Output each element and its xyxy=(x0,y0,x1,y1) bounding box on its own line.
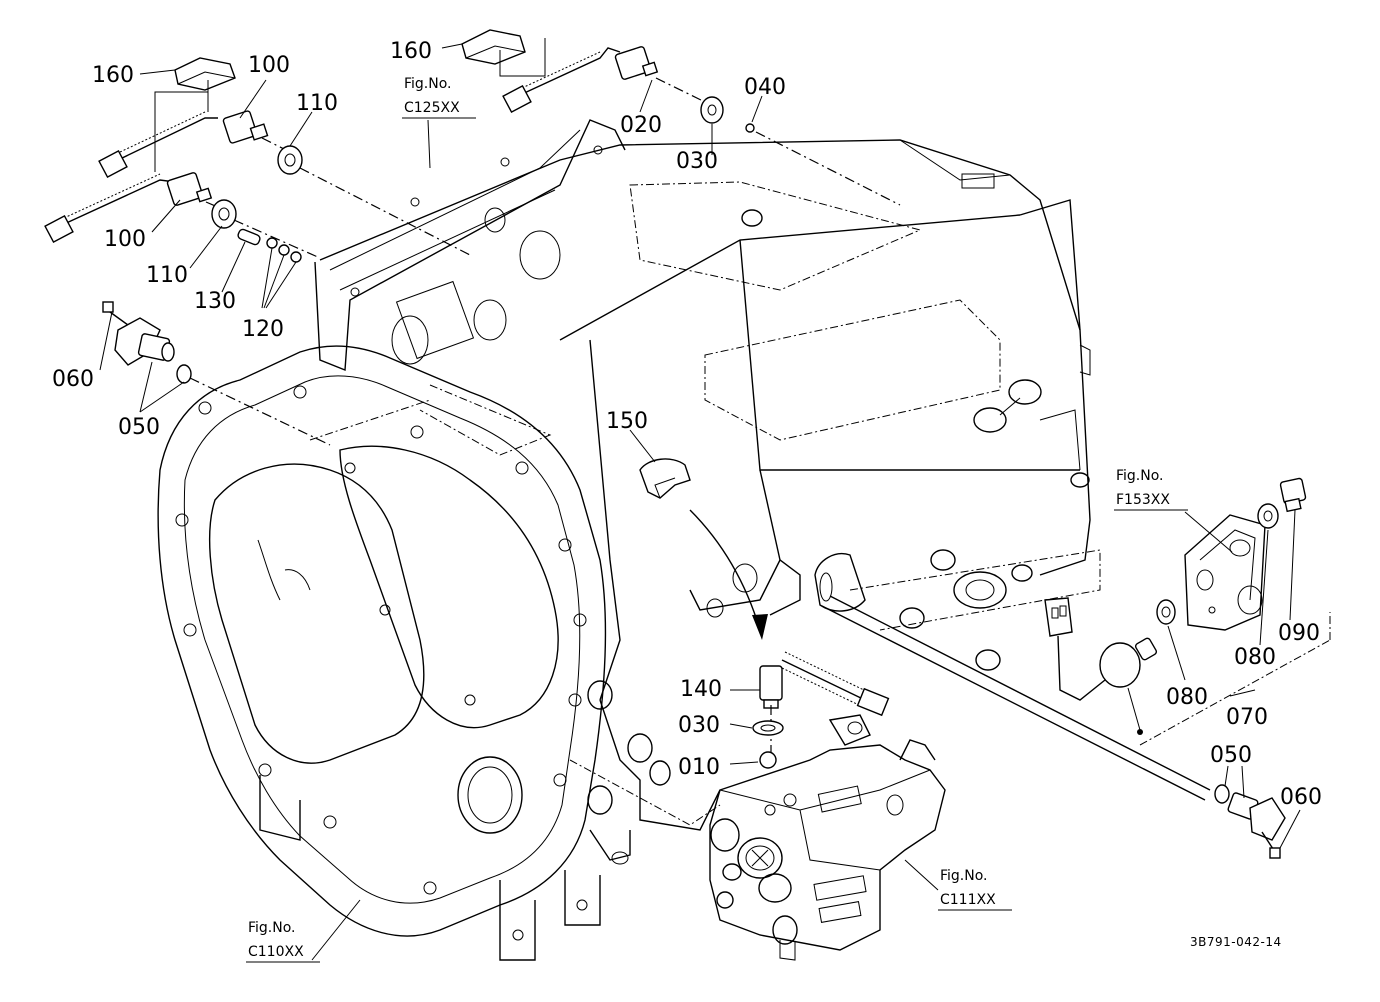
speed-sensor-100-lower xyxy=(44,172,221,244)
callout-050-left: 050 xyxy=(118,415,160,440)
callout-010: 010 xyxy=(678,755,720,780)
callout-130: 130 xyxy=(194,289,236,314)
seal-110-lower xyxy=(211,199,321,259)
figref-c125-label: Fig.No. xyxy=(404,76,452,92)
callout-090: 090 xyxy=(1278,621,1320,646)
ball-040 xyxy=(745,123,901,206)
switch-090 xyxy=(1257,477,1307,529)
flange-bolt-holes xyxy=(175,385,587,895)
callout-120: 120 xyxy=(242,317,284,342)
sensor-assembly-left xyxy=(102,301,331,446)
ball-010 xyxy=(759,751,777,769)
callout-050-right: 050 xyxy=(1210,743,1252,768)
figref-f153-code: F153XX xyxy=(1116,492,1170,508)
sensor-assembly-right xyxy=(821,595,1286,859)
callout-160-upper-middle: 160 xyxy=(390,39,432,64)
callout-040: 040 xyxy=(744,75,786,100)
transmission-housing xyxy=(157,119,1101,961)
figref-c110-label: Fig.No. xyxy=(248,920,296,936)
bracket-f153 xyxy=(1184,514,1266,631)
callout-070: 070 xyxy=(1226,705,1268,730)
callout-140: 140 xyxy=(680,677,722,702)
pin-130-balls-120 xyxy=(237,228,302,263)
callout-080-bracket: 080 xyxy=(1234,645,1276,670)
leader-lines xyxy=(99,38,1301,961)
speed-sensor-100-upper xyxy=(98,57,291,179)
callout-150: 150 xyxy=(606,409,648,434)
callout-160-upper-left: 160 xyxy=(92,63,134,88)
callout-100-lower: 100 xyxy=(104,227,146,252)
figref-c111-label: Fig.No. xyxy=(940,868,988,884)
callout-060-right: 060 xyxy=(1280,785,1322,810)
callout-labels: 160 100 110 100 110 130 120 060 050 160 … xyxy=(52,39,1322,810)
switch-070 xyxy=(1044,597,1176,735)
figref-c125-code: C125XX xyxy=(404,100,460,116)
valve-block xyxy=(709,714,946,961)
callout-110-lower: 110 xyxy=(146,263,188,288)
seal-110-upper xyxy=(277,145,471,256)
callout-030-lower: 030 xyxy=(678,713,720,738)
callout-060-left: 060 xyxy=(52,367,94,392)
seal-030-lower xyxy=(752,720,784,736)
drawing-code: 3B791-042-14 xyxy=(1190,935,1282,949)
callout-080-switch: 080 xyxy=(1166,685,1208,710)
callout-100-upper: 100 xyxy=(248,53,290,78)
pressure-switch-140 xyxy=(759,651,890,755)
seal-030-upper xyxy=(700,96,724,124)
callout-020: 020 xyxy=(620,113,662,138)
figref-c111-code: C111XX xyxy=(940,892,996,908)
callout-030-upper: 030 xyxy=(676,149,718,174)
cover-150 xyxy=(639,458,768,640)
figref-c110-code: C110XX xyxy=(248,944,304,960)
figure-references: Fig.No. C125XX Fig.No. F153XX Fig.No. C1… xyxy=(246,76,1188,963)
speed-sensor-020 xyxy=(461,29,706,114)
figref-f153-label: Fig.No. xyxy=(1116,468,1164,484)
callout-110-upper: 110 xyxy=(296,91,338,116)
